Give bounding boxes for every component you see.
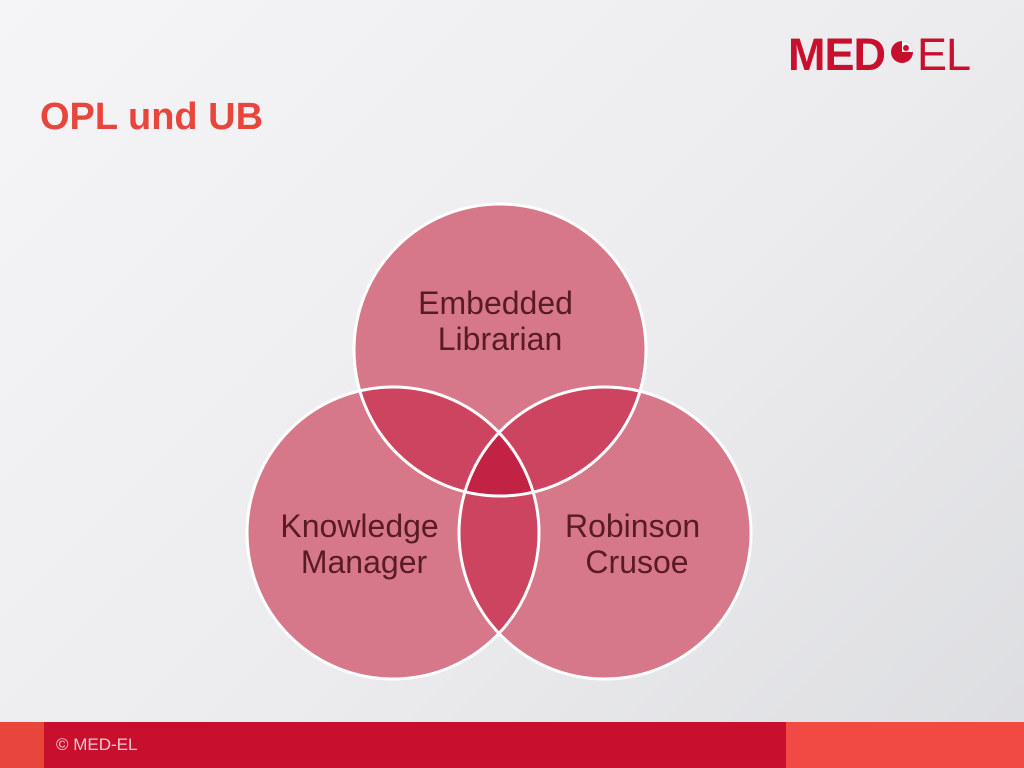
circle-outline-right bbox=[457, 385, 753, 681]
overlap-top-left bbox=[354, 387, 539, 496]
page-title: OPL und UB bbox=[40, 96, 264, 138]
footer-right-accent bbox=[786, 722, 1024, 768]
label-embedded-librarian: Embedded Librarian bbox=[418, 285, 582, 357]
med-el-logo: MED EL bbox=[788, 26, 971, 82]
circle-outline-left bbox=[245, 385, 541, 681]
label-knowledge-manager: Knowledge Manager bbox=[280, 508, 447, 580]
logo-text-med: MED bbox=[788, 28, 886, 80]
label-robinson-crusoe: Robinson Crusoe bbox=[565, 508, 709, 580]
copyright-text: © MED-EL bbox=[56, 735, 138, 754]
footer-bar: © MED-EL bbox=[0, 722, 1024, 768]
logo-text-el: EL bbox=[917, 28, 971, 80]
footer-main: © MED-EL bbox=[44, 722, 786, 768]
footer-left-accent bbox=[0, 722, 44, 768]
circle-outline-top bbox=[352, 202, 648, 498]
overlap-top-right bbox=[459, 387, 646, 496]
logo-ear-icon bbox=[891, 41, 913, 63]
